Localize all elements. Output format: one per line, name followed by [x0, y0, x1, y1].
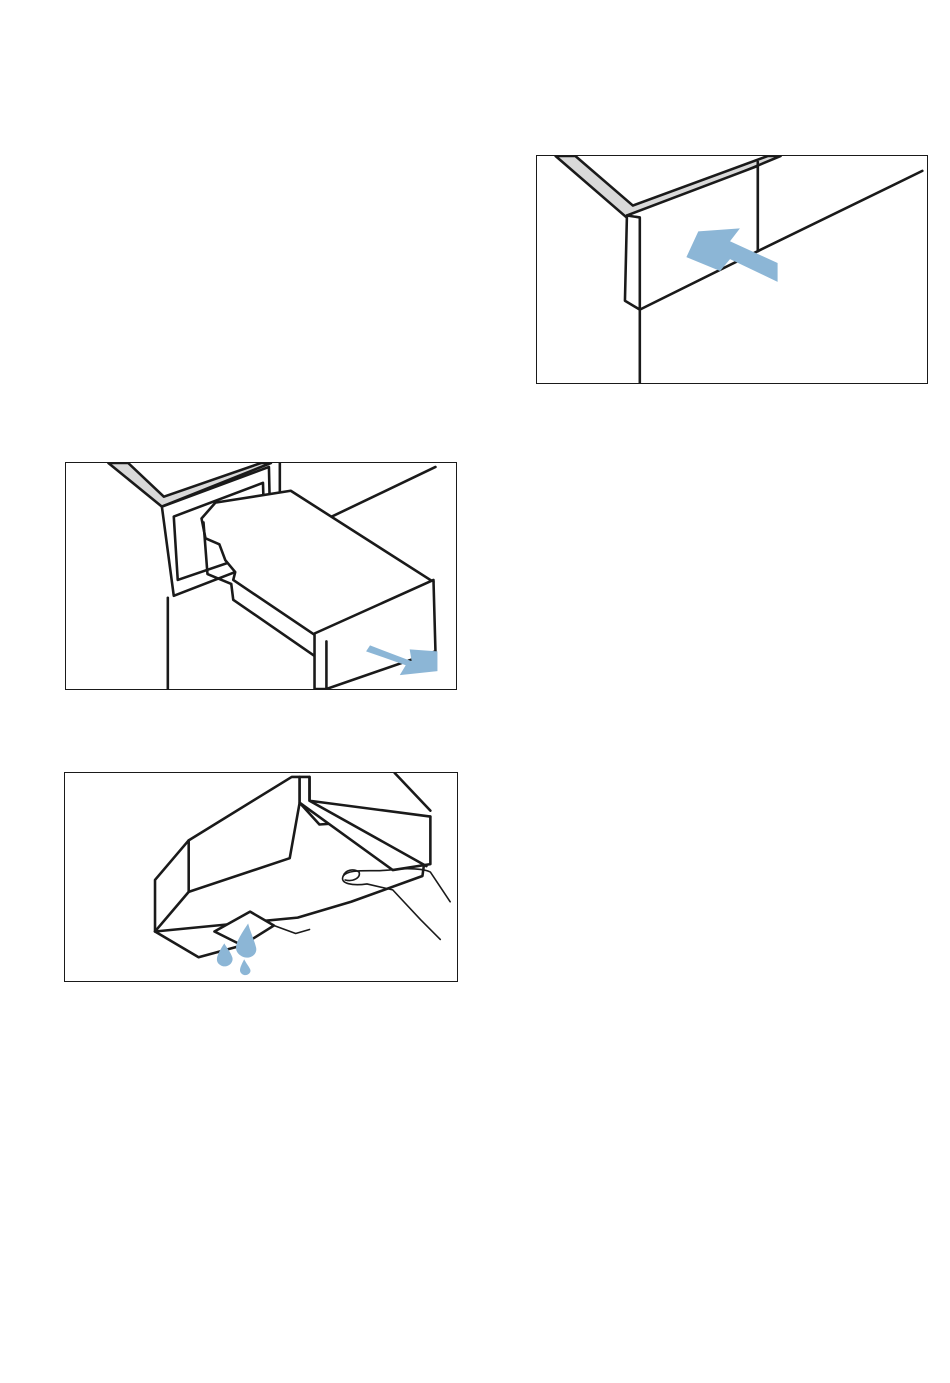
countertop-line: [319, 467, 435, 523]
finger-outline: [274, 926, 310, 934]
water-drop-icon: [217, 943, 233, 966]
top-right-edge: [395, 773, 431, 811]
figure-pull-out-dispenser: [65, 462, 457, 690]
figure-insert-dispenser: [536, 155, 928, 384]
drain-dispenser-illustration: [65, 773, 457, 981]
water-drop-icon: [240, 959, 250, 975]
dispenser-side: [625, 215, 640, 309]
insert-dispenser-illustration: [537, 156, 927, 383]
countertop-line: [758, 171, 923, 251]
pull-out-dispenser-illustration: [66, 463, 456, 689]
figure-drain-dispenser: [64, 772, 458, 982]
